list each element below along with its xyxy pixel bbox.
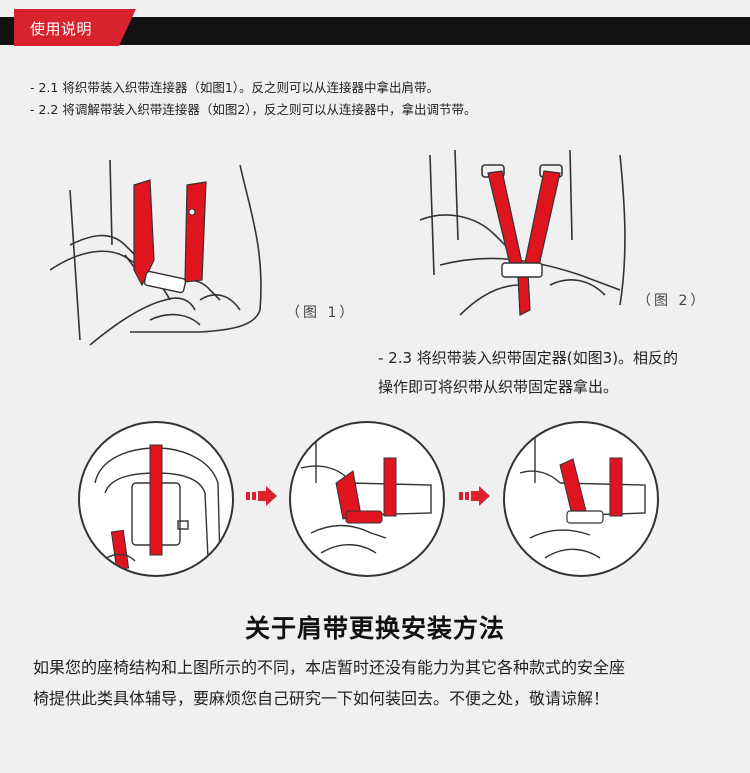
arrow-right-icon: [459, 485, 491, 511]
section-tag-label: 使用说明: [30, 20, 93, 38]
step-illustration-2: [289, 421, 445, 577]
instruction-2-3-line2: 操作即可将织带从织带固定器拿出。: [378, 378, 619, 396]
figure-2-label: （图 2）: [637, 293, 708, 309]
notice-paragraph: 如果您的座椅结构和上图所示的不同，本店暂时还没有能力为其它各种款式的安全座 椅提…: [33, 652, 733, 714]
arrow-right-icon: [246, 485, 278, 511]
notice-line-1: 如果您的座椅结构和上图所示的不同，本店暂时还没有能力为其它各种款式的安全座: [33, 658, 626, 677]
instruction-2-2: - 2.2 将调解带装入织带连接器（如图2），反之则可以从连接器中，拿出调节带。: [30, 102, 477, 117]
figure-1-label: （图 1）: [286, 305, 357, 321]
section-title: 关于肩带更换安装方法: [244, 614, 505, 643]
notice-line-2: 椅提供此类具体辅导，要麻烦您自己研究一下如何装回去。不便之处，敬请谅解！: [33, 689, 610, 708]
instruction-2-3-line1: - 2.3 将织带装入织带固定器(如图3)。相反的: [378, 349, 679, 367]
section-tag: 使用说明: [14, 9, 136, 46]
figure-1-illustration: [50, 150, 280, 355]
step-illustration-1: [78, 421, 234, 577]
instruction-2-3: - 2.3 将织带装入织带固定器(如图3)。相反的 操作即可将织带从织带固定器拿…: [378, 344, 738, 402]
step-illustration-3: [503, 421, 659, 577]
figure-2-illustration: [420, 145, 635, 330]
instruction-2-1: - 2.1 将织带装入织带连接器（如图1）。反之则可以从连接器中拿出肩带。: [30, 80, 440, 95]
